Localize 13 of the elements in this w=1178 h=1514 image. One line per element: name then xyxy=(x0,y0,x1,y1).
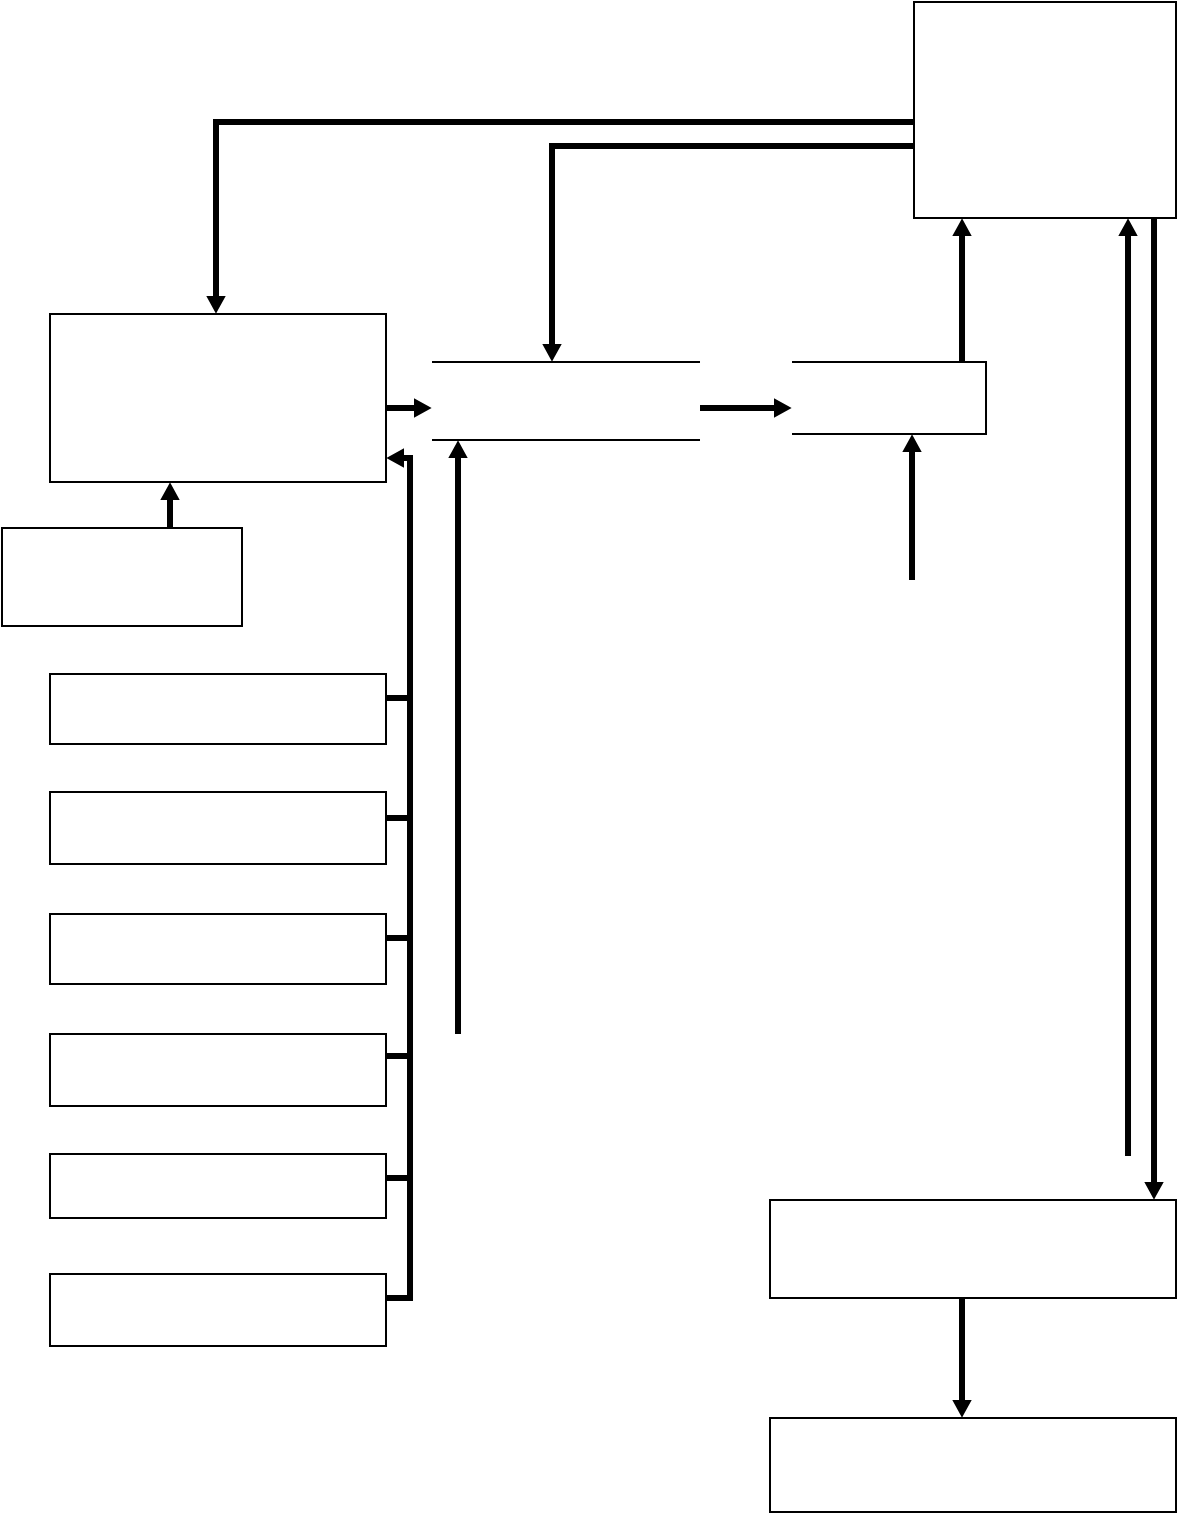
process-box xyxy=(49,1153,387,1219)
process-box xyxy=(49,673,387,745)
process-box xyxy=(913,1,1177,219)
process-box xyxy=(769,1417,1177,1513)
process-box xyxy=(49,1033,387,1107)
process-box xyxy=(49,913,387,985)
process-box xyxy=(49,1273,387,1347)
process-box xyxy=(1,527,243,627)
process-box xyxy=(49,313,387,483)
data-store xyxy=(431,361,701,441)
data-store xyxy=(791,361,987,435)
process-box xyxy=(769,1199,1177,1299)
process-box xyxy=(49,791,387,865)
